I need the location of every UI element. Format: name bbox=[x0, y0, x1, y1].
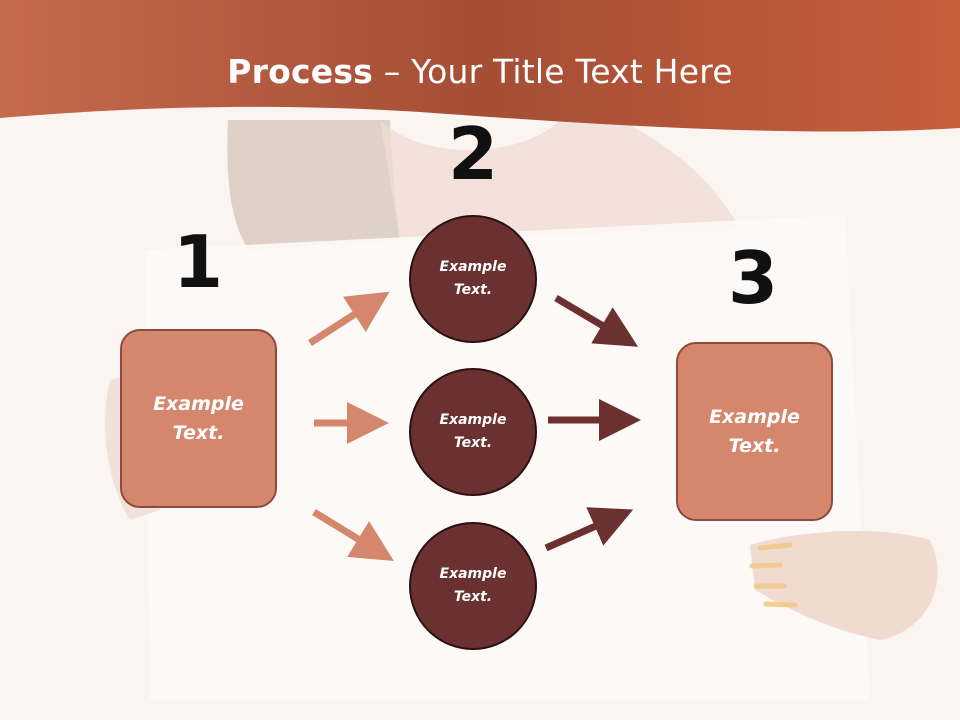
page-title: Process – Your Title Text Here bbox=[0, 52, 960, 91]
arrow-box-to-top-circle bbox=[308, 291, 390, 346]
step-2-number: 2 bbox=[447, 112, 499, 196]
arrow-box-to-bottom-circle bbox=[312, 509, 394, 561]
step-3-number: 3 bbox=[727, 236, 779, 320]
step-3-box: Example Text. bbox=[676, 342, 833, 521]
title-banner bbox=[0, 0, 960, 132]
circle-top-text: Example Text. bbox=[439, 259, 507, 298]
arrow-top-circle-to-box bbox=[554, 294, 639, 347]
step-2-circle-top: Example Text. bbox=[409, 215, 537, 343]
circle-bottom-text: Example Text. bbox=[439, 566, 507, 605]
step-2-circle-middle: Example Text. bbox=[409, 368, 537, 496]
circle-middle-text: Example Text. bbox=[439, 412, 507, 451]
step-1-box: Example Text. bbox=[120, 329, 277, 508]
title-strong: Process bbox=[227, 52, 374, 91]
step-1-number: 1 bbox=[172, 220, 224, 304]
step-2-circle-bottom: Example Text. bbox=[409, 522, 537, 650]
step-1-box-text: Example Text. bbox=[153, 392, 244, 444]
step-3-box-text: Example Text. bbox=[709, 405, 800, 457]
title-rest: – Your Title Text Here bbox=[373, 52, 733, 91]
arrow-bottom-circle-to-box bbox=[544, 507, 634, 552]
